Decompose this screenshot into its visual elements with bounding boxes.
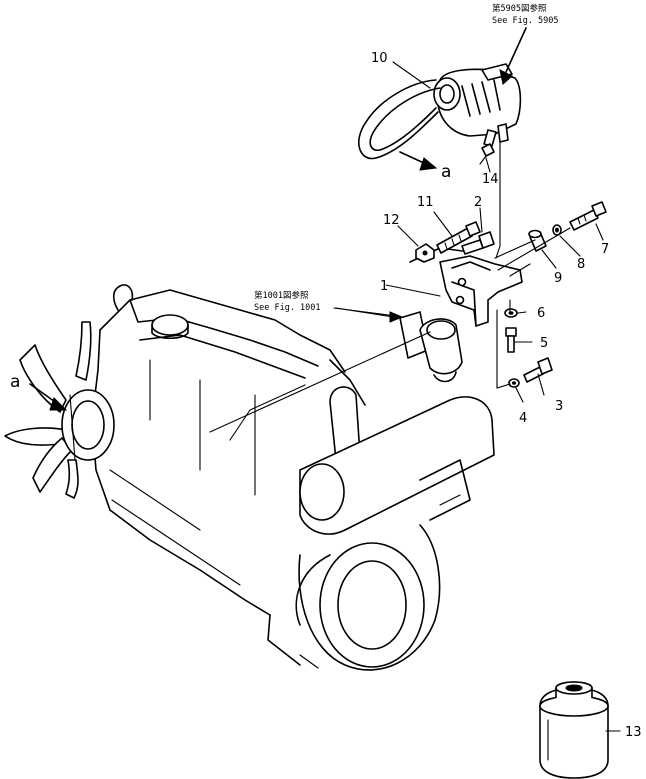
v-belt-10	[357, 79, 441, 160]
leader-lines	[29, 27, 621, 732]
callout-2: 2	[474, 195, 482, 210]
callout-12: 12	[383, 213, 400, 228]
spacer-9	[528, 229, 547, 252]
nut-12	[415, 243, 435, 263]
callout-7: 7	[601, 242, 609, 257]
washer-4	[508, 378, 520, 388]
marker-a-left: a	[10, 372, 20, 392]
callout-5: 5	[540, 336, 548, 351]
bolt-2	[461, 231, 495, 255]
terminal-14	[479, 143, 495, 165]
flywheel-housing	[298, 524, 441, 671]
callout-1: 1	[380, 279, 388, 294]
filter-13	[539, 681, 609, 779]
bolt-3	[523, 357, 553, 383]
callout-8: 8	[577, 257, 585, 272]
callout-6: 6	[537, 306, 545, 321]
callout-13: 13	[625, 725, 642, 740]
ref-1001-jp: 第1001図参照	[254, 290, 309, 301]
starter-motor	[399, 311, 463, 383]
washer-6	[504, 308, 518, 318]
bolt-11	[436, 221, 481, 254]
alternator	[433, 63, 522, 147]
callout-9: 9	[554, 271, 562, 286]
ref-5905-jp: 第5905図参照	[492, 3, 547, 14]
callout-14: 14	[482, 172, 499, 187]
callout-11: 11	[417, 195, 434, 210]
exhaust-pipe	[299, 386, 495, 535]
callout-3: 3	[555, 399, 563, 414]
fan	[4, 321, 115, 499]
callout-4: 4	[519, 411, 527, 426]
connection-markers: a a	[10, 162, 451, 392]
reference-notes: 第5905図参照 See Fig. 5905 第1001図参照 See Fig.…	[254, 3, 559, 313]
callout-10: 10	[371, 51, 388, 66]
assembly-lines	[209, 135, 571, 433]
bolt-5	[505, 327, 517, 353]
ref-1001-en: See Fig. 1001	[254, 303, 321, 313]
callout-labels: 1 2 3 4 5 6 7 8 9 10 11 12 13 14	[371, 51, 642, 740]
bolt-7	[569, 201, 607, 231]
ref-5905-en: See Fig. 5905	[492, 16, 559, 26]
marker-a-top: a	[441, 162, 451, 182]
